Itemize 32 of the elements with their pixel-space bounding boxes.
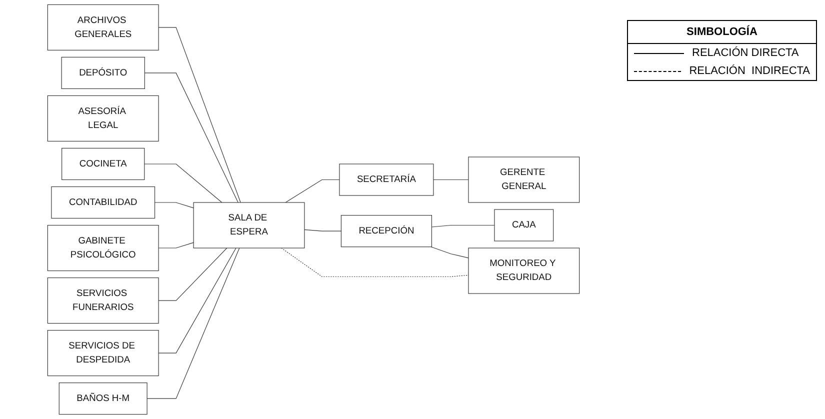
legend-text: RELACIÓN DIRECTA: [692, 47, 799, 59]
connector: [158, 242, 194, 248]
connector: [144, 164, 222, 203]
connector: [285, 179, 340, 203]
room-box: SECRETARÍA: [339, 164, 434, 196]
room-box: BAÑOS H-M: [58, 382, 148, 415]
room-box: ASESORÍA LEGAL: [47, 95, 159, 142]
room-box: COCINETA: [62, 148, 145, 180]
legend-text: RELACIÓN INDIRECTA: [689, 65, 810, 77]
room-box: GERENTE GENERAL: [468, 156, 580, 203]
connector: [281, 248, 469, 277]
room-box: GABINETE PSICOLÓGICO: [47, 224, 159, 272]
legend-title: SIMBOLOGÍA: [628, 21, 816, 44]
room-box: CONTABILIDAD: [51, 186, 156, 219]
room-box: SALA DE ESPERA: [193, 202, 305, 248]
connector: [144, 72, 238, 203]
room-box: SERVICIOS FUNERARIOS: [47, 277, 159, 324]
room-box: CAJA: [494, 209, 554, 242]
connector: [158, 27, 241, 203]
room-box: ARCHIVOS GENERALES: [47, 4, 159, 50]
connector: [431, 224, 495, 228]
connector: [433, 179, 469, 180]
room-box: MONITOREO Y SEGURIDAD: [468, 248, 580, 294]
room-box: SERVICIOS DE DESPEDIDA: [47, 330, 159, 376]
connector: [158, 248, 236, 354]
room-box: RECEPCIÓN: [340, 215, 432, 248]
connector: [146, 248, 240, 399]
room-box: DEPÓSITO: [61, 56, 145, 89]
connector: [158, 248, 228, 301]
connector: [154, 202, 194, 208]
connector: [304, 229, 342, 232]
connector: [430, 246, 469, 258]
